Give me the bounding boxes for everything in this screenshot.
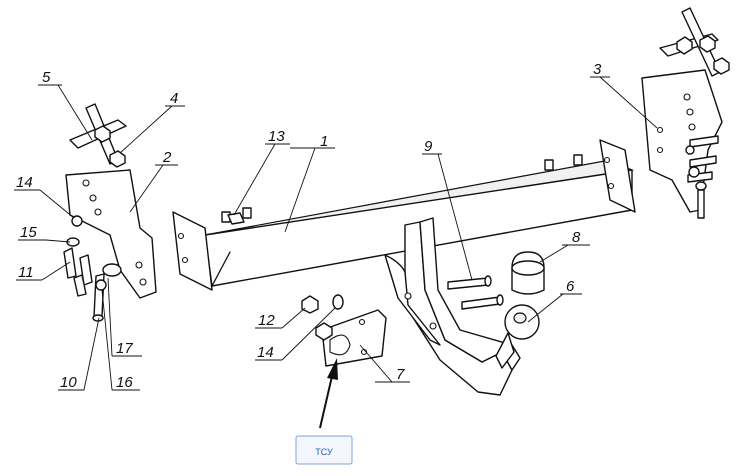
left-bolts-parts-10-11-15-16-17 [63, 215, 122, 322]
label-11: 11 [18, 264, 34, 281]
pins-part-9 [447, 275, 504, 310]
badge-label: ТСУ [315, 447, 333, 457]
tow-ball-part-6 [495, 304, 540, 369]
label-8: 8 [572, 229, 581, 246]
label-13: 13 [268, 128, 285, 145]
label-10: 10 [60, 374, 77, 391]
nuts-12-14 [301, 294, 344, 341]
ball-cap-part-8 [511, 251, 545, 295]
label-15: 15 [20, 224, 37, 241]
label-14a: 14 [16, 174, 33, 191]
ball-mount-tongue [384, 217, 521, 396]
label-1: 1 [320, 133, 328, 150]
label-3: 3 [593, 61, 602, 78]
cross-beam-part-1 [172, 139, 636, 291]
callout-labels: 1 2 3 4 5 6 7 8 9 10 11 12 13 14 14 15 1… [16, 61, 602, 391]
right-clamp [659, 7, 730, 77]
leader-lines [14, 76, 658, 391]
label-5: 5 [42, 69, 51, 86]
label-4: 4 [170, 90, 178, 107]
left-bracket-part-2 [65, 169, 157, 299]
label-14b: 14 [257, 344, 274, 361]
label-16: 16 [116, 374, 133, 391]
label-7: 7 [396, 366, 405, 383]
left-clamp-parts-4-5 [69, 103, 127, 168]
label-2: 2 [162, 149, 172, 166]
label-9: 9 [424, 138, 433, 155]
right-bolts [685, 135, 719, 219]
label-17: 17 [116, 340, 133, 357]
arrow-to-socket [319, 358, 338, 429]
label-6: 6 [566, 278, 575, 295]
socket-badge[interactable]: ТСУ [295, 435, 353, 465]
label-12: 12 [258, 312, 275, 329]
socket-bracket-part-7 [321, 309, 387, 367]
